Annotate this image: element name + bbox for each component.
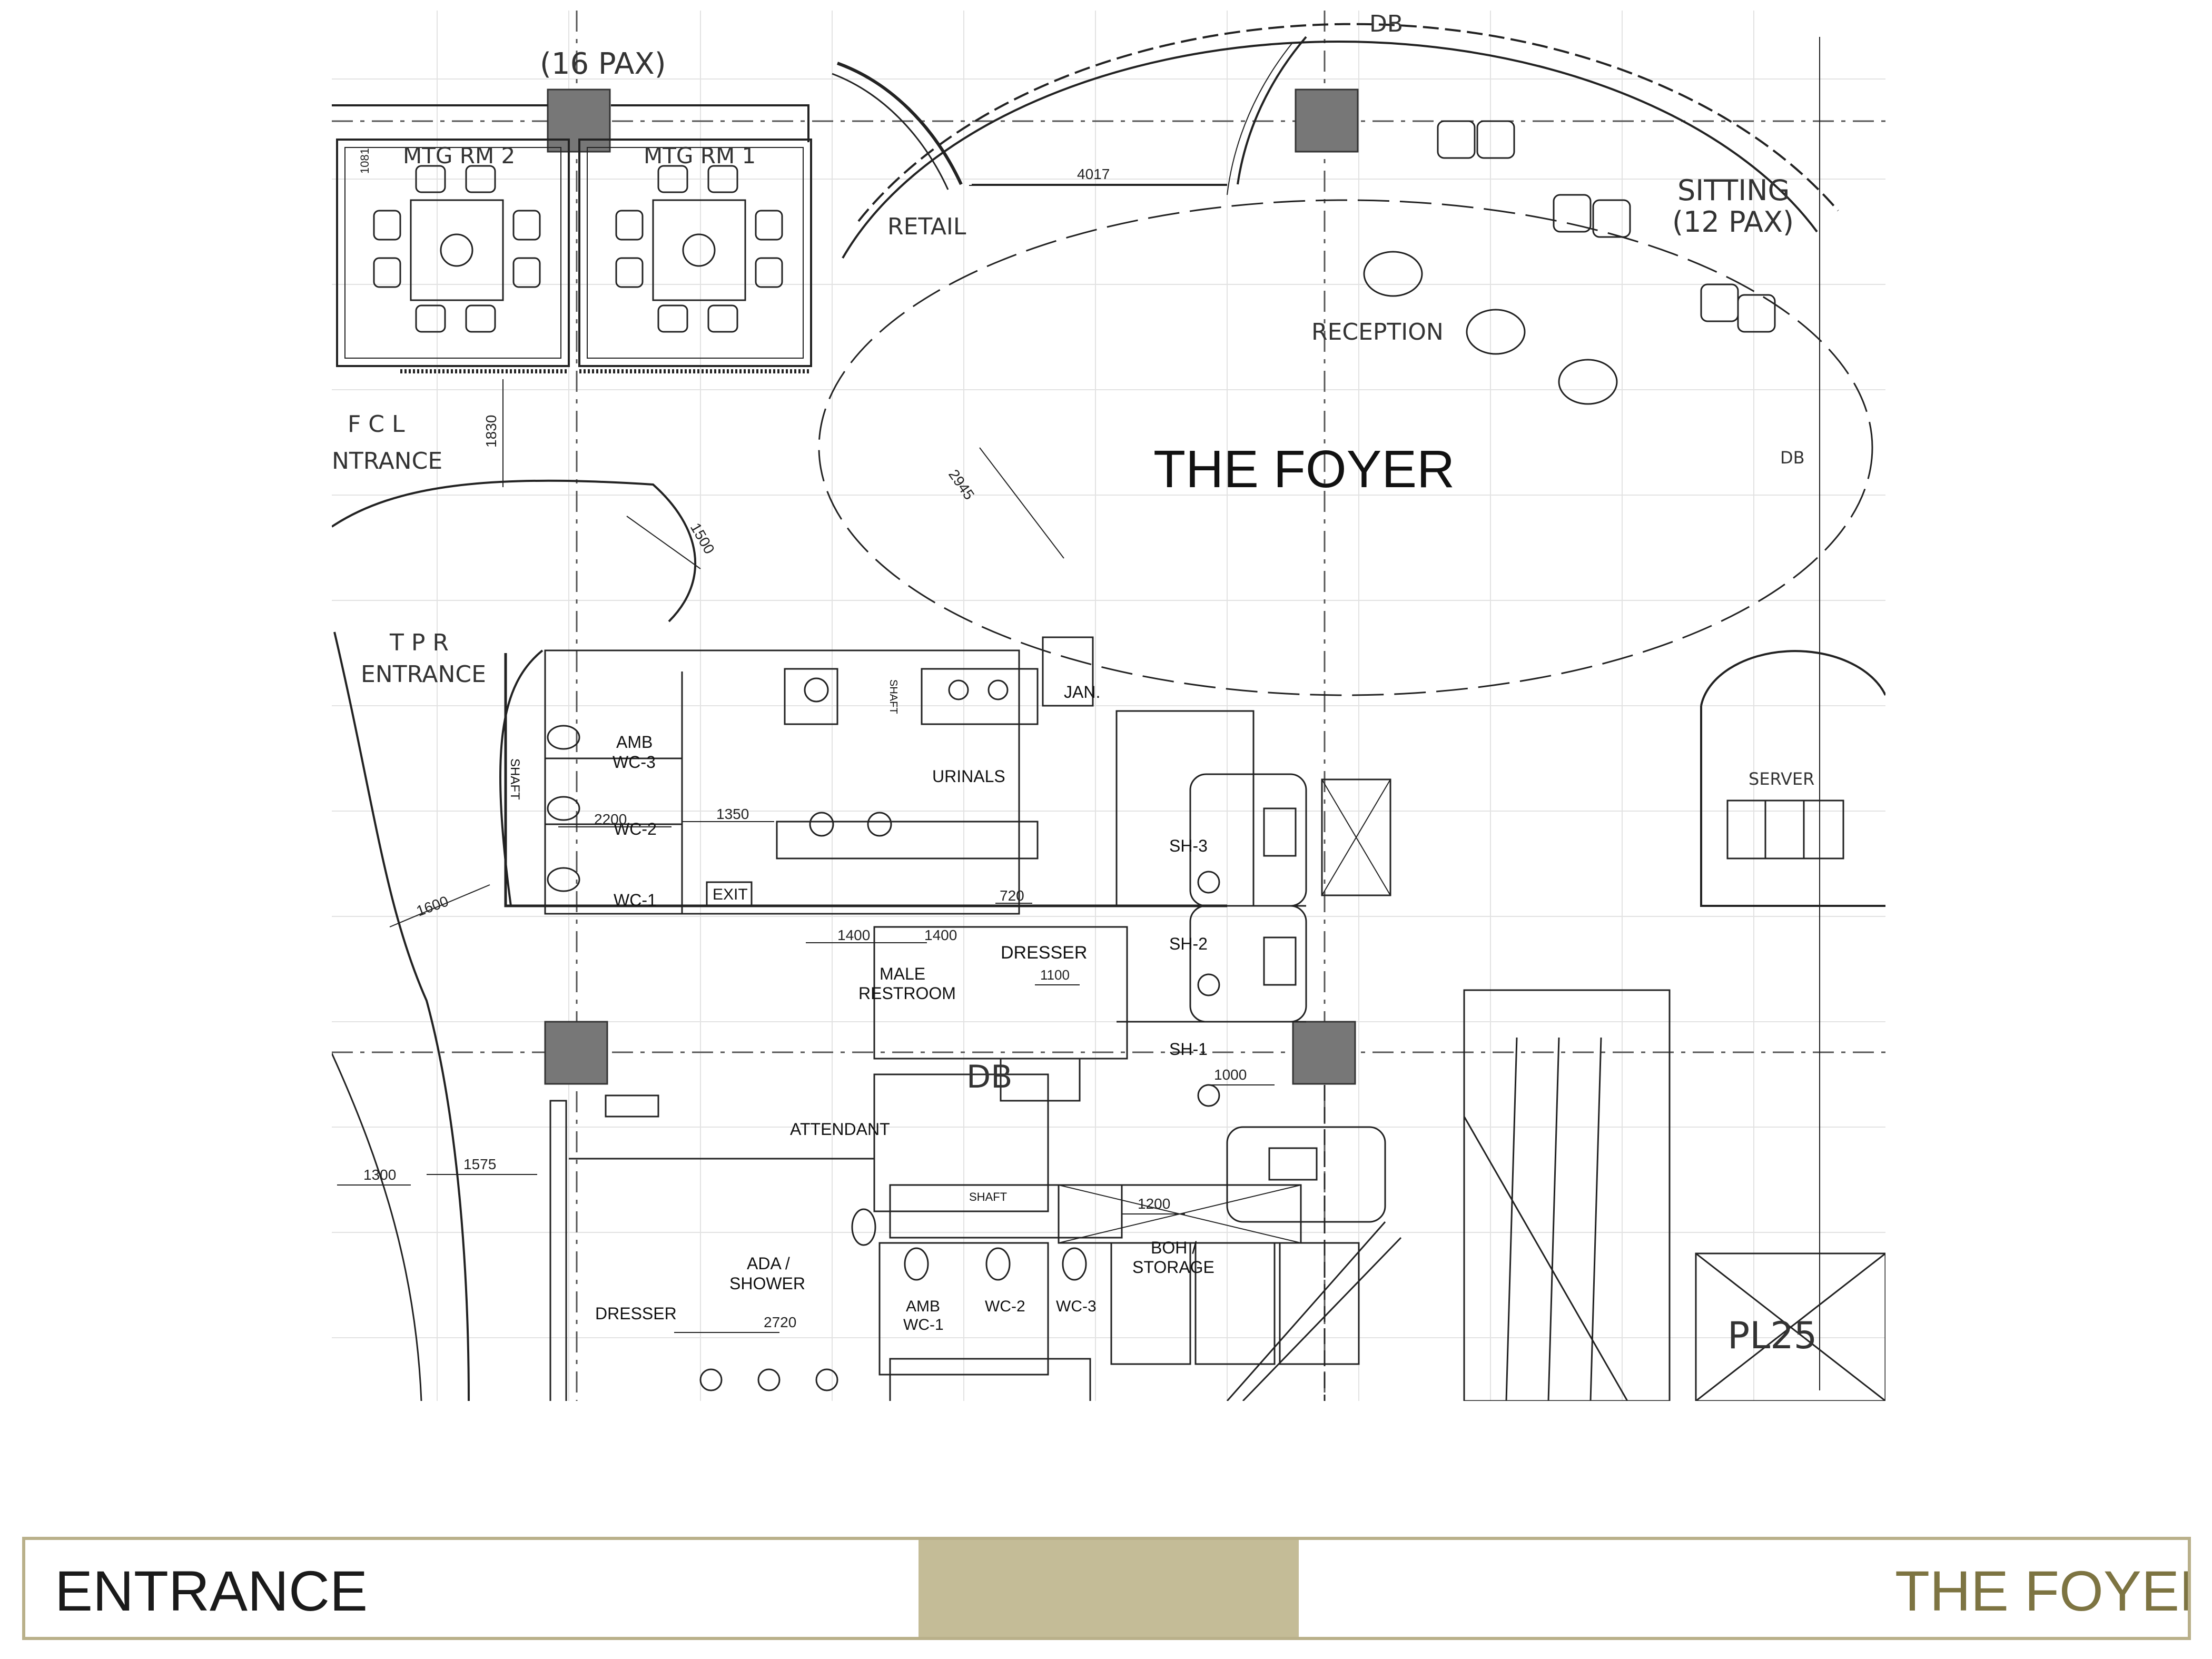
amb-wc1-label-b: WC-1 <box>903 1316 944 1334</box>
entrance-curves <box>332 479 697 1401</box>
server-label: SERVER <box>1749 769 1814 789</box>
wc1-label: WC-1 <box>614 891 657 910</box>
meeting-rooms <box>332 104 812 373</box>
title-bar: ENTRANCE THE FOYER <box>22 1537 2191 1640</box>
fcl-entrance-label: NTRANCE <box>332 448 442 475</box>
jan-label: JAN. <box>1064 683 1100 702</box>
floor-plan-drawing: (16 PAX) MTG RM 2 MTG RM 1 DB SITTING (1… <box>332 11 1885 1401</box>
foyer-walls <box>818 23 1885 1390</box>
dim-2945: 2945 <box>945 467 977 503</box>
pl25-label: PL25 <box>1727 1314 1817 1357</box>
foyer-label: THE FOYER <box>1894 1559 2191 1623</box>
structural-columns <box>544 88 1359 1085</box>
sitting-pax-label: (12 PAX) <box>1672 205 1794 239</box>
dim-1575: 1575 <box>463 1156 496 1172</box>
tpr-entrance-label: ENTRANCE <box>361 661 486 688</box>
tpr-label: T P R <box>389 629 449 656</box>
dim-1000: 1000 <box>1214 1066 1247 1083</box>
dim-1400a: 1400 <box>837 927 870 943</box>
wc3-bottom-label: WC-3 <box>1056 1298 1097 1315</box>
dimension-lines <box>337 185 1275 1333</box>
restroom-label: RESTROOM <box>858 984 956 1003</box>
urinals-label: URINALS <box>932 767 1005 786</box>
male-label: MALE <box>880 964 925 983</box>
dim-1350: 1350 <box>716 806 749 822</box>
boh-label: BOH / <box>1151 1238 1197 1257</box>
restroom-walls <box>504 636 1391 1401</box>
wc2-bottom-label: WC-2 <box>985 1298 1025 1315</box>
sh3-label: SH-3 <box>1169 836 1208 855</box>
db-top-label: DB <box>1369 11 1403 37</box>
attendant-label: ATTENDANT <box>790 1120 890 1139</box>
lower-right-structure <box>1226 989 1885 1401</box>
title-bar-accent-band <box>919 1540 1299 1637</box>
dresser-top-label: DRESSER <box>1001 943 1087 963</box>
mtg-rm-1-label: MTG RM 1 <box>644 143 756 169</box>
sh1-label: SH-1 <box>1169 1040 1208 1059</box>
entrance-label: ENTRANCE <box>55 1559 368 1623</box>
amb-wc3-label-a: AMB <box>616 733 653 752</box>
sitting-label: SITTING <box>1677 174 1790 207</box>
dresser-bottom-label: DRESSER <box>595 1304 677 1323</box>
dim-2720: 2720 <box>764 1314 796 1330</box>
ada-label: ADA / <box>747 1254 790 1273</box>
dim-1830: 1830 <box>483 415 499 448</box>
dim-1300: 1300 <box>363 1167 396 1183</box>
amb-wc3-label-b: WC-3 <box>613 753 656 772</box>
dim-1200: 1200 <box>1138 1196 1170 1212</box>
shower-label: SHOWER <box>729 1274 805 1293</box>
dim-1600: 1600 <box>414 893 450 919</box>
mtg-pax-label: (16 PAX) <box>540 47 666 81</box>
sitting-chairs <box>1363 120 1776 405</box>
plumbing-fixtures <box>547 677 1318 1391</box>
dim-1081: 1081 <box>358 148 371 174</box>
reception-label: RECEPTION <box>1311 319 1444 345</box>
db-right-label: DB <box>1780 448 1805 468</box>
dim-1400b: 1400 <box>924 927 957 943</box>
db-mid-label: DB <box>966 1059 1012 1095</box>
retail-label: RETAIL <box>887 213 966 240</box>
foyer-title: THE FOYER <box>1153 440 1455 499</box>
dim-720: 720 <box>1000 887 1024 904</box>
exit-sign-box <box>706 881 753 906</box>
shaft-small-label: SHAFT <box>887 679 899 714</box>
mtg-rm-2-label: MTG RM 2 <box>403 143 515 169</box>
storage-label: STORAGE <box>1132 1258 1214 1277</box>
dim-4017: 4017 <box>1077 166 1110 182</box>
exit-label: EXIT <box>713 886 748 903</box>
grid-lines <box>332 11 1885 1401</box>
fcl-label: F C L <box>348 411 405 438</box>
dimension-labels: 4017 1830 2945 1500 1600 2200 1350 720 1… <box>358 148 1247 1330</box>
dim-2200: 2200 <box>594 811 627 827</box>
sh2-label: SH-2 <box>1169 934 1208 953</box>
shaft-vertical-label: SHAFT <box>508 758 522 800</box>
wc2-label: WC-2 <box>614 819 657 838</box>
shaft-bottom-label: SHAFT <box>969 1190 1007 1203</box>
dim-1100: 1100 <box>1040 967 1070 983</box>
amb-wc1-label-a: AMB <box>906 1298 940 1315</box>
